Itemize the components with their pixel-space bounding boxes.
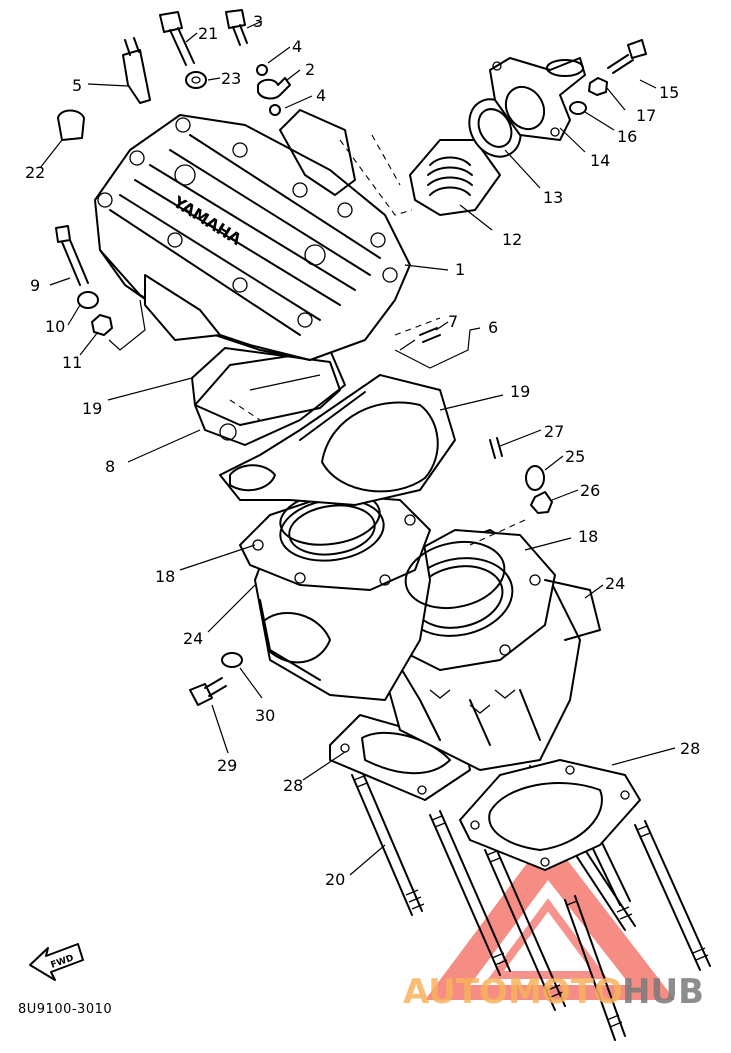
leader-lines: [39, 20, 676, 876]
thermostat-12: [409, 139, 501, 216]
callout-13: 13: [543, 188, 563, 207]
callout-18a: 18: [155, 567, 175, 586]
callout-4a: 4: [292, 37, 302, 56]
callout-10: 10: [45, 317, 65, 336]
callout-29: 29: [217, 756, 237, 775]
callout-28a: 28: [283, 776, 303, 795]
o-ring-gasket-19-left: [191, 347, 341, 426]
callout-8: 8: [105, 457, 115, 476]
forward-direction-marker: FWD: [29, 943, 84, 981]
callout-17: 17: [636, 106, 656, 125]
callout-26: 26: [580, 481, 600, 500]
dashed-grouping: [229, 134, 526, 546]
callout-5: 5: [72, 76, 82, 95]
callout-24b: 24: [605, 574, 625, 593]
callouts: 1 2 3 4 4 5 6 7 8 9 10 11 12 13 14 15 16…: [25, 12, 700, 889]
callout-15: 15: [659, 83, 679, 102]
callout-14: 14: [590, 151, 610, 170]
callout-22: 22: [25, 163, 45, 182]
callout-4b: 4: [316, 86, 326, 105]
callout-1: 1: [455, 260, 465, 279]
callout-21: 21: [198, 24, 218, 43]
watermark-triangle-icon: [425, 835, 675, 1000]
drawing-code: 8U9100-3010: [18, 1002, 112, 1017]
callout-11: 11: [62, 353, 82, 372]
callout-7: 7: [448, 312, 458, 331]
thermostat-housing-14: [489, 57, 586, 141]
callout-20: 20: [325, 870, 345, 889]
callout-27: 27: [544, 422, 564, 441]
watermark-text-automoto: AUTOMOTO: [403, 972, 623, 1012]
callout-19a: 19: [82, 399, 102, 418]
callout-19b: 19: [510, 382, 530, 401]
exhaust-gasket-assembly: [219, 374, 456, 506]
callout-24a: 24: [183, 629, 203, 648]
callout-6: 6: [488, 318, 498, 337]
callout-18b: 18: [578, 527, 598, 546]
callout-25: 25: [565, 447, 585, 466]
callout-30: 30: [255, 706, 275, 725]
callout-9: 9: [30, 276, 40, 295]
callout-16: 16: [617, 127, 637, 146]
callout-28b: 28: [680, 739, 700, 758]
callout-2: 2: [305, 60, 315, 79]
watermark-text-hub: HUB: [622, 972, 704, 1012]
forward-arrow-icon: [29, 943, 84, 981]
hardware: [55, 9, 647, 706]
callout-3: 3: [253, 12, 263, 31]
callout-23: 23: [221, 69, 241, 88]
base-gasket-right: [459, 759, 641, 871]
watermark: [425, 835, 675, 1000]
callout-12: 12: [502, 230, 522, 249]
cylinder-head: YAMAHA: [94, 109, 411, 361]
cylinder-left: [239, 494, 431, 701]
base-gasket-left: [329, 714, 471, 801]
